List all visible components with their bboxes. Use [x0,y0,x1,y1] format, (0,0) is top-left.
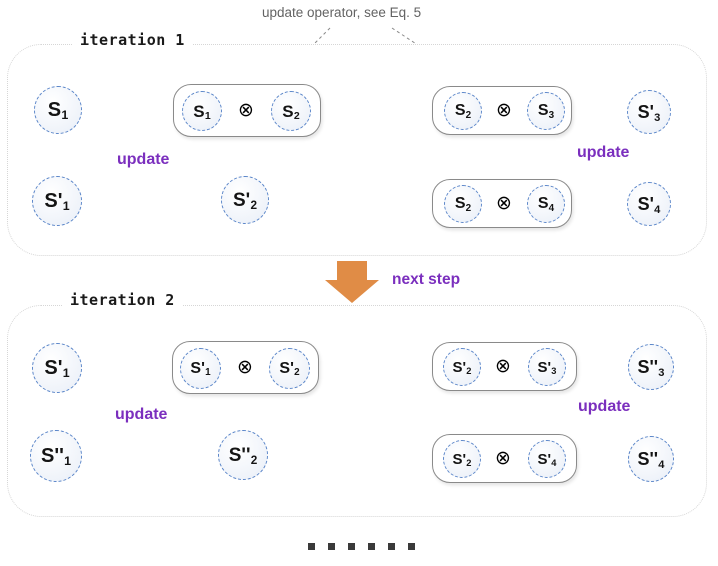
node-iteration-2-left-output: S''2 [218,430,268,480]
group-node-i2-rt-a: S'2 [443,348,481,386]
tensor-operator-icon-i2-right-top: ⊗ [495,355,511,377]
node-iteration-1-right-bottom-output: S'4 [627,182,671,226]
continuation-dot [328,543,335,550]
node-iteration-2-source: S'1 [32,343,82,393]
next-step-arrow-icon [325,261,379,303]
group-node-i2-left-b: S'2 [269,348,310,389]
continuation-dot [408,543,415,550]
tensor-operator-icon-i2-left: ⊗ [237,356,253,378]
node-iteration-2-source-updated: S''1 [30,430,82,482]
iteration-2-title: iteration 2 [62,291,183,309]
group-node-i1-rb-a: S2 [444,185,482,223]
group-node-i2-rt-b: S'3 [528,348,566,386]
node-iteration-1-source: S1 [34,86,82,134]
group-node-i1-rb-b: S4 [527,185,565,223]
continuation-dots [308,543,415,550]
iteration-1-title: iteration 1 [72,31,193,49]
iteration-1-panel [7,44,707,256]
node-iteration-2-right-top-output: S''3 [628,344,674,390]
continuation-dot [388,543,395,550]
node-iteration-1-right-top-output: S'3 [627,90,671,134]
node-iteration-1-source-updated: S'1 [32,176,82,226]
tensor-operator-icon-i1-right-top: ⊗ [496,99,512,121]
group-node-i2-rb-a: S'2 [443,440,481,478]
group-node-i1-rt-b: S3 [527,92,565,130]
figure-caption: update operator, see Eq. 5 [262,5,422,20]
update-label-i1-left: update [117,151,170,168]
group-node-i2-left-a: S'1 [180,348,221,389]
tensor-operator-icon-i2-right-bottom: ⊗ [495,447,511,469]
continuation-dot [348,543,355,550]
iteration-2-panel [7,305,707,517]
group-node-i1-left-b: S2 [271,91,311,131]
update-label-i2-left: update [115,406,168,423]
group-node-i2-rb-b: S'4 [528,440,566,478]
update-label-i2-right: update [578,398,631,415]
tensor-operator-icon-i1-left: ⊗ [238,99,254,121]
group-node-i1-rt-a: S2 [444,92,482,130]
node-iteration-1-left-output: S'2 [221,176,269,224]
update-label-i1-right: update [577,144,630,161]
next-step-label: next step [392,271,461,288]
node-iteration-2-right-bottom-output: S''4 [628,436,674,482]
group-node-i1-left-a: S1 [182,91,222,131]
continuation-dot [308,543,315,550]
tensor-operator-icon-i1-right-bottom: ⊗ [496,192,512,214]
continuation-dot [368,543,375,550]
